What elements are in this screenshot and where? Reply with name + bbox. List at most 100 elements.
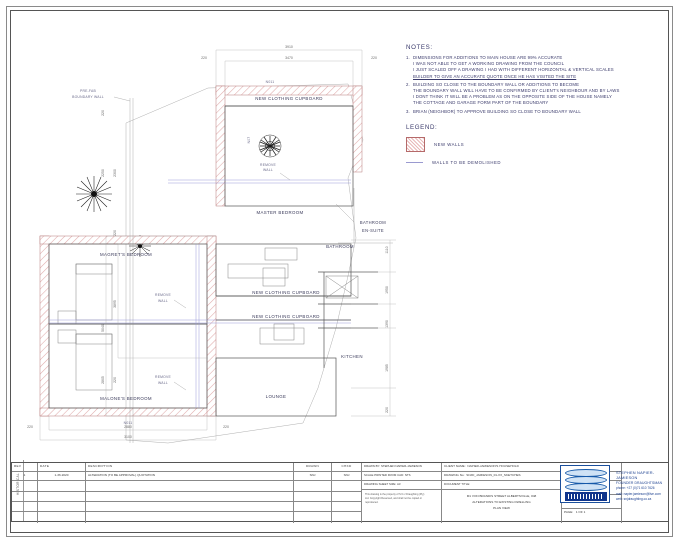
annotation-remove-wall-mid-line2: WALL [158, 299, 168, 303]
hatch-swatch-icon [406, 136, 425, 152]
dimension-right-1390: 1390 [385, 320, 389, 328]
snj-draughting-logo-icon [560, 465, 610, 503]
dimension-left-2250: 2250 [101, 169, 105, 177]
revision-empty-cell [332, 481, 362, 492]
revision-empty-cell [86, 502, 294, 512]
revision-col-header-description: DESCRIPTION [86, 463, 294, 472]
logo-wordmark-bar [565, 492, 607, 501]
revision-cell-drawn: SNJ [294, 472, 332, 481]
dimension-top-inner: 3470 [285, 56, 293, 60]
revision-col-header-drawn: DRAWN [294, 463, 332, 472]
note-number: 3. [406, 108, 410, 114]
note-line: I DONT THINK IT WILL BE A PROBLEM AS ON … [413, 94, 613, 100]
document-title-line: M1 VON BRANDIS STREET ALBERTSVILLE, #48 [466, 494, 537, 498]
legend-entry-demolished: WALLS TO BE DEMOLISHED [406, 160, 656, 165]
dimension-left-220-b: 220 [101, 110, 105, 116]
revision-empty-cell [294, 512, 332, 523]
client-name-value: NAPIER-JAMIESON'S HOUSEHOLD [467, 464, 519, 468]
window-tag-bottom: N011 [124, 421, 133, 425]
client-name-label: CLIENT NAME: [444, 464, 466, 468]
document-title-line: PLAN VIEW [493, 506, 510, 510]
note-body: DIMENSIONS FOR ADDITIONS TO MAIN HOUSE A… [413, 55, 656, 80]
room-label-bathroom: BATHROOM [326, 244, 354, 249]
revision-empty-cell [12, 492, 38, 502]
sheet-size-label: DRAWING SHEET SIZE: [364, 482, 397, 486]
revision-empty-cell [332, 502, 362, 512]
dimension-left-5040: 5040 [101, 324, 105, 332]
note-line: BUILDING SO CLOSE TO THE BOUNDARY WALL O… [413, 81, 580, 87]
company-contact-block: STEPHEN NAPIER-JAMIESON FOUNDER DRAUGHTS… [616, 470, 672, 502]
legend-heading: LEGEND: [406, 123, 438, 131]
floor-plan-drawing: NEW CLOTHING CUPBOARD MASTER BEDROOM REM… [18, 28, 408, 458]
note-line: BUILDER TO GIVE AN ACCURATE QUOTE ONCE H… [413, 73, 577, 79]
annotation-remove-wall-low-line2: WALL [158, 381, 168, 385]
dimension-top-left: 220 [201, 56, 207, 60]
annotation-remove-wall-top-line2: WALL [263, 168, 273, 172]
revision-col-header-rev: REV [12, 463, 38, 472]
note-body: BUILDING SO CLOSE TO THE BOUNDARY WALL O… [413, 82, 656, 107]
note-number: 2. [406, 81, 410, 87]
annotation-prefab-line2: BOUNDARY WALL [72, 95, 104, 99]
dashed-line-icon [406, 161, 423, 163]
note-item: 1. DIMENSIONS FOR ADDITIONS TO MAIN HOUS… [406, 55, 656, 80]
tree-symbol-left [76, 176, 112, 212]
revision-col-header-date: DATE [38, 463, 86, 472]
dimension-right-1110: 1110 [385, 246, 389, 253]
revision-empty-cell [38, 512, 86, 523]
revision-empty-cell [332, 512, 362, 523]
tree-symbol-right [258, 134, 282, 158]
dimension-left-220-c: 220 [113, 377, 117, 383]
legend-label: WALLS TO BE DEMOLISHED [432, 159, 501, 165]
room-label-bathroom-ensuite-line2: EN-SUITE [362, 228, 384, 233]
revision-empty-cell [12, 481, 38, 492]
note-item: 2. BUILDING SO CLOSE TO THE BOUNDARY WAL… [406, 82, 656, 107]
note-line: THE COTTAGE AND GARAGE FORM PART OF THE … [413, 100, 549, 106]
revision-empty-cell [38, 481, 86, 492]
annotation-remove-wall-mid-line1: REMOVE [155, 293, 171, 297]
annotation-remove-wall-low-line1: REMOVE [155, 375, 171, 379]
dimension-top-overall: 3910 [285, 45, 293, 49]
sheet-border-outer [6, 6, 673, 537]
room-label-bathroom-ensuite-line1: BATHROOM [360, 220, 386, 225]
revision-cell-date: 1-36.2020 [38, 472, 86, 481]
note-line: I JUST SCALED OFF A DRAWING I HAD WITH D… [413, 67, 614, 73]
copyright-line: This drawing is the property of S N-J Dr… [365, 493, 425, 496]
revision-empty-cell [332, 492, 362, 502]
copyright-line: Ltd. Copyright Reserved, and shall not b… [365, 497, 422, 500]
window-tag-right: N07 [247, 137, 251, 144]
note-item: 3. BRIAN (NEIGHBOR) TO APPROVE BUILDING … [406, 109, 656, 115]
legend-label: NEW WALLS [434, 141, 465, 147]
document-title-line: ALTERATIONS TO EXISTING DWELLING [472, 500, 531, 504]
revision-table: REV DATE DESCRIPTION DRAWN CHKD 1 1-36.2… [12, 463, 362, 523]
dimension-bottom-overall: 3100 [124, 435, 132, 439]
dimension-left-3895: 3895 [113, 300, 117, 308]
copyright-line: reproduced. [365, 501, 379, 504]
dimension-bottom-right: 220 [223, 425, 229, 429]
scale-label: SCALE PRINTED FROM CAD: [364, 473, 404, 477]
copyright-notice: This drawing is the property of S N-J Dr… [362, 490, 442, 523]
title-block: REV DATE DESCRIPTION DRAWN CHKD 1 1-36.2… [11, 462, 669, 523]
drawing-number-label: DRAWING No: [444, 473, 465, 477]
company-role: FOUNDER DRAUGHTSMAN [616, 480, 663, 485]
scale-field: SCALE PRINTED FROM CAD: NTS [362, 472, 442, 481]
scale-value: NTS [404, 473, 411, 477]
drawing-number-value: SNJD_JAMIESON_01-XX_SKETCHES [466, 473, 521, 477]
revision-empty-cell [86, 512, 294, 523]
window-tag-top: N011 [266, 80, 275, 84]
annotation-prefab-line1: PRE-FAB [80, 89, 96, 93]
dimension-left-220-a: 220 [113, 230, 117, 236]
revision-empty-cell [294, 502, 332, 512]
dimension-right-1985: 1985 [385, 364, 389, 372]
drawn-by-value: STEPHEN NAPIER-JAMIESON [380, 464, 422, 468]
revision-empty-cell [86, 481, 294, 492]
revision-empty-cell [86, 492, 294, 502]
notes-list: 1. DIMENSIONS FOR ADDITIONS TO MAIN HOUS… [406, 55, 656, 115]
revision-empty-cell [294, 481, 332, 492]
note-line: DIMENSIONS FOR ADDITIONS TO MAIN HOUSE A… [413, 55, 563, 60]
page-value: 1 OF 1 [575, 510, 586, 514]
room-label-new-clothing-cupboard-3: NEW CLOTHING CUPBOARD [252, 314, 320, 319]
room-label-master-bedroom: MASTER BEDROOM [256, 210, 303, 215]
note-body: BRIAN (NEIGHBOR) TO APPROVE BUILDING SO … [413, 109, 656, 115]
company-person-name: STEPHEN NAPIER-JAMIESON [616, 470, 655, 481]
